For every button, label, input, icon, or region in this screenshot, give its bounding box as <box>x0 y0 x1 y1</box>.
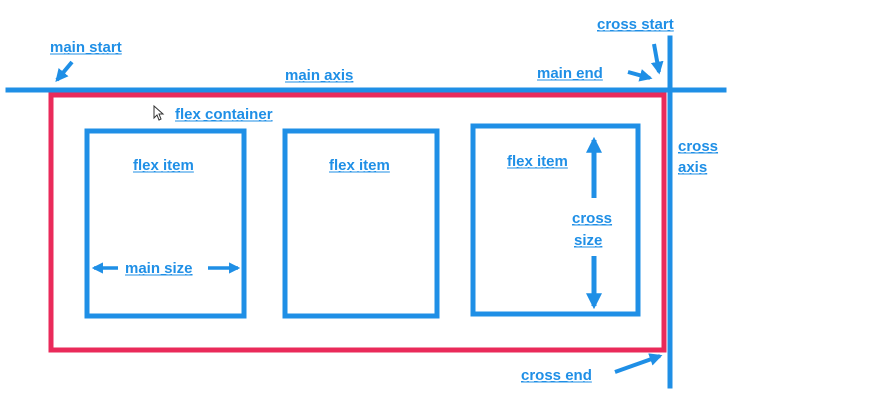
main-axis-label: main axis <box>285 67 353 84</box>
flex-item-box-2 <box>282 128 440 319</box>
flex-item-box-1 <box>84 128 247 319</box>
cross-size-label-line1: cross <box>572 210 612 227</box>
flex-container-label: flex container <box>175 106 273 123</box>
flex-item-label-3: flex item <box>507 153 568 170</box>
main-size-label: main size <box>125 260 193 277</box>
flex-item-label-2: flex item <box>329 157 390 174</box>
cross-axis-label-line1: cross <box>678 138 718 155</box>
flex-item-box-3 <box>470 123 641 317</box>
main-start-arrow <box>55 60 74 82</box>
flex-container-box <box>48 92 667 353</box>
main-end-label: main end <box>537 65 603 82</box>
cross-size-label-line2: size <box>574 232 602 249</box>
flex-item-label-1: flex item <box>133 157 194 174</box>
main-end-arrow <box>627 69 653 82</box>
cross-axis-label-line2: axis <box>678 159 707 176</box>
cursor-arrow-icon <box>153 104 165 121</box>
cross-end-arrow <box>614 353 663 374</box>
cross-end-label: cross end <box>521 367 592 384</box>
main-start-label: main start <box>50 39 122 56</box>
cross-start-arrow <box>650 43 664 75</box>
cross-start-label: cross start <box>597 16 674 33</box>
